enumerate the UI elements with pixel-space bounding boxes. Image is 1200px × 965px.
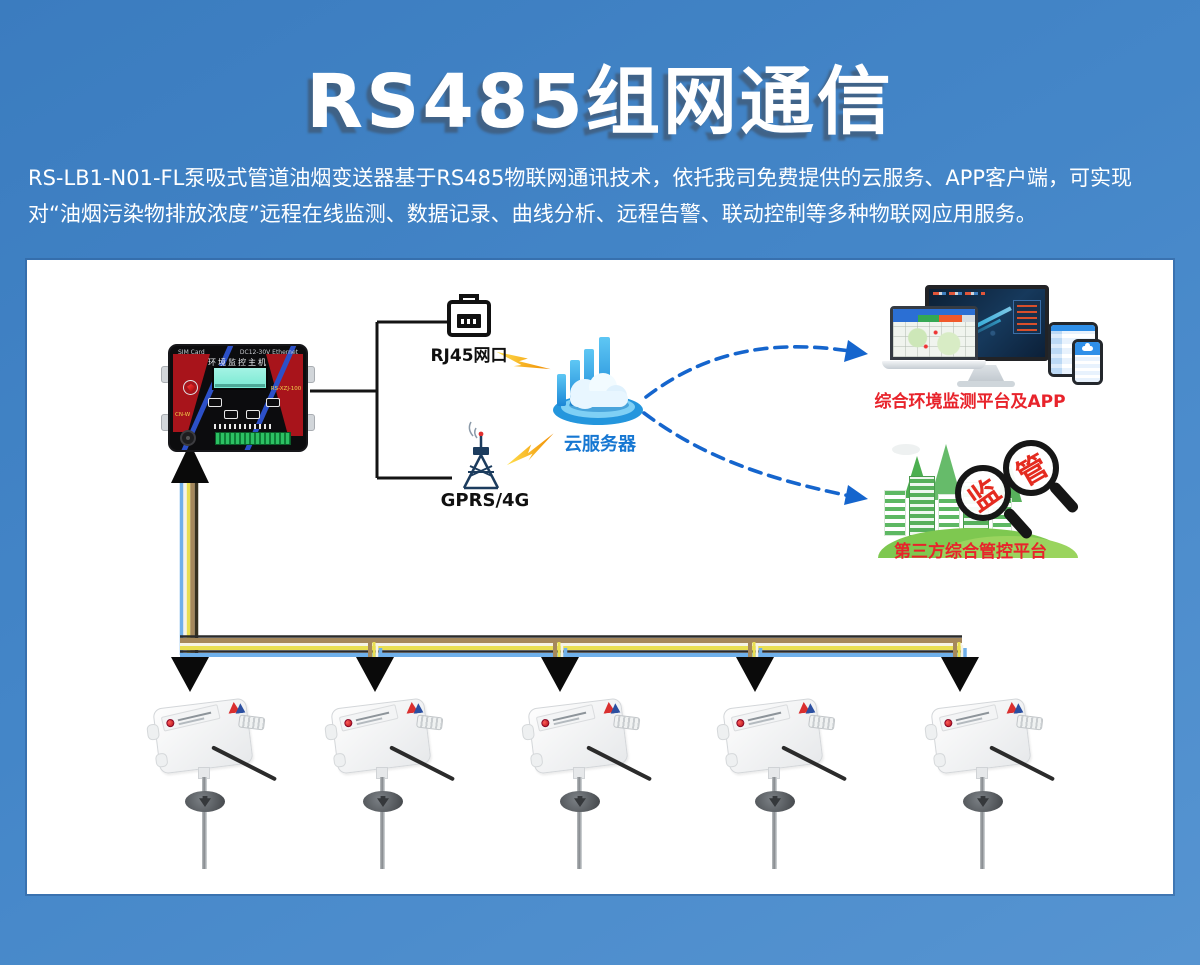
- sensor-flange: [363, 791, 403, 812]
- monitoring-host-device: SIM Card DC12-30V Ethernet 环境监控主机 RS-XZJ…: [161, 340, 315, 458]
- sensor-rod: [772, 777, 777, 869]
- device-button: [246, 410, 260, 419]
- device-button: [208, 398, 222, 407]
- device-lcd-screen: [212, 366, 268, 390]
- laptop-map-view: [893, 322, 975, 357]
- monitor-toolbar: [933, 292, 985, 295]
- device-body: SIM Card DC12-30V Ethernet 环境监控主机 RS-XZJ…: [168, 344, 308, 452]
- building: [938, 494, 960, 536]
- sensor-flange: [963, 791, 1003, 812]
- device-model-label: RS-XZJ-100: [270, 386, 302, 392]
- device-top-labels: SIM Card DC12-30V Ethernet: [178, 349, 298, 356]
- sensor-probe: [613, 714, 641, 731]
- gprs-label: GPRS/4G: [440, 490, 530, 511]
- sensor-mount-ear: [521, 723, 536, 741]
- building: [909, 476, 935, 536]
- magnifier-left-char: 监: [962, 472, 1008, 519]
- sensor-label-strip: [730, 704, 791, 732]
- app-platform-label: 综合环境监测平台及APP: [874, 392, 1066, 412]
- rj45-label: RJ45网口: [430, 346, 508, 366]
- sensor-label-strip: [938, 704, 999, 732]
- sensor-mount-ear: [932, 752, 947, 768]
- phone-list-rows: [1075, 355, 1100, 382]
- tablet-header: [1051, 325, 1095, 331]
- sensor-probe: [1016, 714, 1044, 731]
- magnifying-glass-icon: 监: [955, 465, 1011, 521]
- laptop-keyboard-deck: [882, 360, 986, 369]
- device-terminal-block: [215, 432, 291, 445]
- device-eth-label: DC12-30V Ethernet: [239, 349, 298, 356]
- sensor-mount-ear: [924, 723, 939, 741]
- laptop-nav-bar: [893, 315, 975, 322]
- device-dip-row: [214, 424, 274, 429]
- grass-hill: [938, 536, 1078, 558]
- cloud-server-label: 云服务器: [564, 434, 636, 455]
- device-sim-label: SIM Card: [178, 349, 205, 356]
- laptop-screen: [890, 306, 978, 360]
- sensor-mount-ear: [154, 752, 169, 768]
- cloud-shape: [892, 444, 920, 455]
- smartphone: [1072, 339, 1103, 385]
- sensor-flange: [560, 791, 600, 812]
- building: [884, 490, 906, 536]
- third-platform-illustration: 监 管: [878, 438, 1081, 560]
- sensor-probe: [808, 714, 836, 731]
- description: RS-LB1-N01-FL泵吸式管道油烟变送器基于RS485物联网通讯技术，依托…: [28, 160, 1176, 232]
- sensor-label-strip: [338, 704, 399, 732]
- sensor-rod: [980, 777, 985, 869]
- sensor-label-strip: [160, 704, 221, 732]
- sensor-mount-ear: [724, 752, 739, 768]
- app-platform-illustration: [880, 282, 1103, 408]
- sensor-mount-ear: [146, 723, 161, 741]
- device-name-label: 环境监控主机: [208, 358, 268, 367]
- sensor-mount-ear: [529, 752, 544, 768]
- description-line-2: 对“油烟污染物排放浓度”远程在线监测、数据记录、曲线分析、远程告警、联动控制等多…: [28, 202, 1037, 226]
- device-button: [224, 410, 238, 419]
- monitor-base: [957, 381, 1015, 387]
- phone-header: [1075, 342, 1100, 355]
- sensor-label-strip: [535, 704, 596, 732]
- oil-fume-sensor: [515, 695, 653, 875]
- sensor-flange: [755, 791, 795, 812]
- laptop: [882, 306, 986, 372]
- magnifier-right-char: 管: [1011, 448, 1055, 494]
- oil-fume-sensor: [140, 695, 278, 875]
- sensor-rod: [577, 777, 582, 869]
- oil-fume-sensor: [918, 695, 1056, 875]
- sensor-rod: [202, 777, 207, 869]
- sensor-probe: [416, 714, 444, 731]
- sensor-mount-ear: [324, 723, 339, 741]
- monitor-stand: [968, 365, 1004, 381]
- oil-fume-sensor: [318, 695, 456, 875]
- device-logo: [183, 380, 198, 395]
- device-corner-label: CN-W: [175, 412, 191, 418]
- laptop-header-bar: [893, 309, 975, 315]
- sensor-rod: [380, 777, 385, 869]
- phone-cloud-icon: [1082, 343, 1093, 351]
- third-platform-label: 第三方综合管控平台: [894, 542, 1047, 562]
- magnifier-handle: [1047, 480, 1081, 515]
- monitor-side-panel: [1013, 300, 1041, 334]
- sensor-mount-ear: [332, 752, 347, 768]
- sensor-flange: [185, 791, 225, 812]
- sensor-probe: [238, 714, 266, 731]
- oil-fume-sensor: [710, 695, 848, 875]
- sensor-mount-ear: [716, 723, 731, 741]
- description-line-1: RS-LB1-N01-FL泵吸式管道油烟变送器基于RS485物联网通讯技术，依托…: [28, 166, 1133, 190]
- page-title: RS485组网通信: [306, 59, 894, 145]
- device-round-connector: [180, 430, 196, 446]
- device-button: [266, 398, 280, 407]
